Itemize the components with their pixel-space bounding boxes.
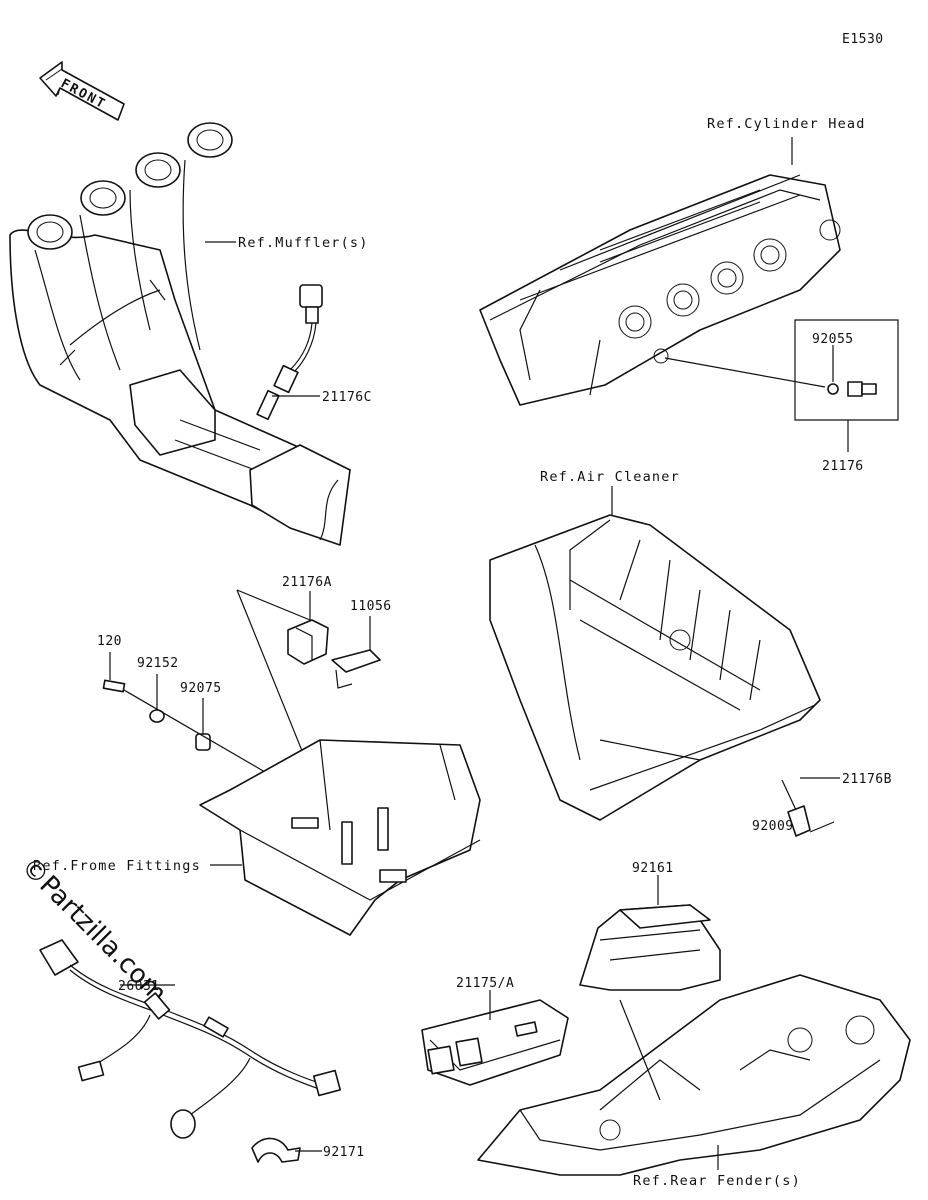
clamp-92171 — [251, 1137, 301, 1163]
bolt-120 — [102, 679, 126, 693]
bracket-11056 — [331, 649, 381, 689]
air-cleaner-housing — [489, 514, 821, 821]
sensor-21176a — [287, 619, 329, 665]
part-92152-label: 92152 — [137, 656, 179, 671]
part-92161-label: 92161 — [632, 861, 674, 876]
part-120-label: 120 — [97, 634, 122, 649]
wiring-harness-26031 — [39, 939, 342, 1139]
sensor-21176b — [781, 779, 835, 837]
diagram-code: E1530 — [842, 32, 884, 47]
part-21175a-label: 21175/A — [456, 976, 514, 991]
temp-sensor-21176 — [827, 381, 877, 397]
part-21176-label: 21176 — [822, 459, 864, 474]
front-arrow-icon: FRONT — [39, 61, 125, 121]
ref-frame-fittings-label: Ref.Frome Fittings — [33, 858, 201, 874]
rear-fender — [477, 974, 911, 1176]
part-21176b-label: 21176B — [842, 772, 892, 787]
part-92171-label: 92171 — [323, 1145, 365, 1160]
part-21176c-label: 21176C — [322, 390, 372, 405]
part-21176a-label: 21176A — [282, 575, 332, 590]
ref-mufflers-label: Ref.Muffler(s) — [238, 235, 369, 251]
part-92055-label: 92055 — [812, 332, 854, 347]
collar-92152 — [149, 709, 165, 723]
exhaust-header-assembly — [9, 122, 351, 546]
ref-cylinder-head-label: Ref.Cylinder Head — [707, 116, 866, 132]
ref-air-cleaner-label: Ref.Air Cleaner — [540, 469, 680, 485]
frame-fittings-tray — [199, 739, 481, 936]
part-11056-label: 11056 — [350, 599, 392, 614]
cover-92161 — [579, 904, 721, 991]
o2-sensor-21176c — [256, 284, 323, 421]
cylinder-head — [479, 174, 841, 406]
part-26031-label: 26031 — [118, 979, 160, 994]
ecu-21175a — [421, 999, 569, 1086]
part-92075-label: 92075 — [180, 681, 222, 696]
ref-rear-fender-label: Ref.Rear Fender(s) — [633, 1173, 801, 1189]
part-92009-label: 92009 — [752, 819, 794, 834]
